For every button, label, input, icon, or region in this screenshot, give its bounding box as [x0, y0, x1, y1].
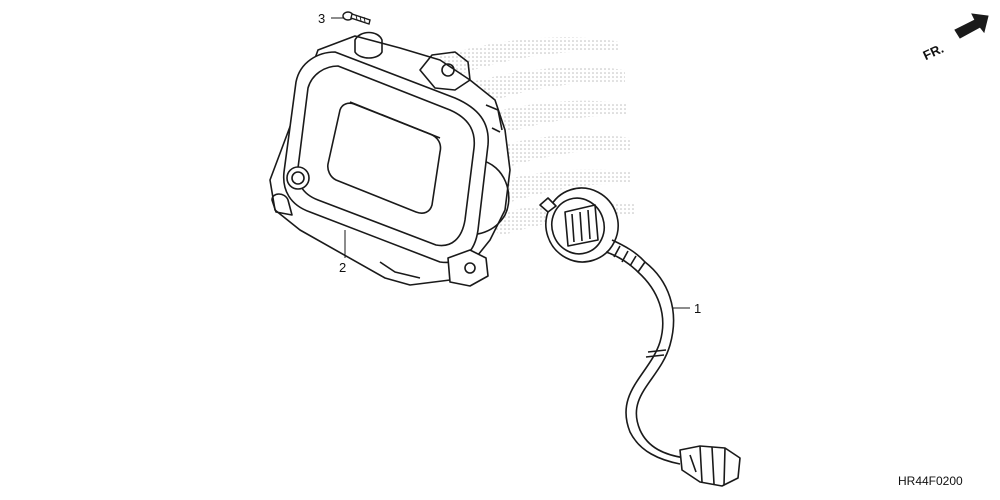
- screw: [342, 11, 371, 25]
- meter-assembly: [269, 31, 511, 287]
- wire-harness: [539, 187, 741, 487]
- figure-code: HR44F0200: [898, 474, 963, 488]
- callout-1: 1: [694, 301, 701, 316]
- leader-lines: [331, 17, 690, 309]
- front-direction-arrow: FR.: [921, 13, 989, 63]
- callout-3: 3: [318, 11, 325, 26]
- callout-2: 2: [339, 260, 346, 275]
- direction-label: FR.: [921, 41, 946, 63]
